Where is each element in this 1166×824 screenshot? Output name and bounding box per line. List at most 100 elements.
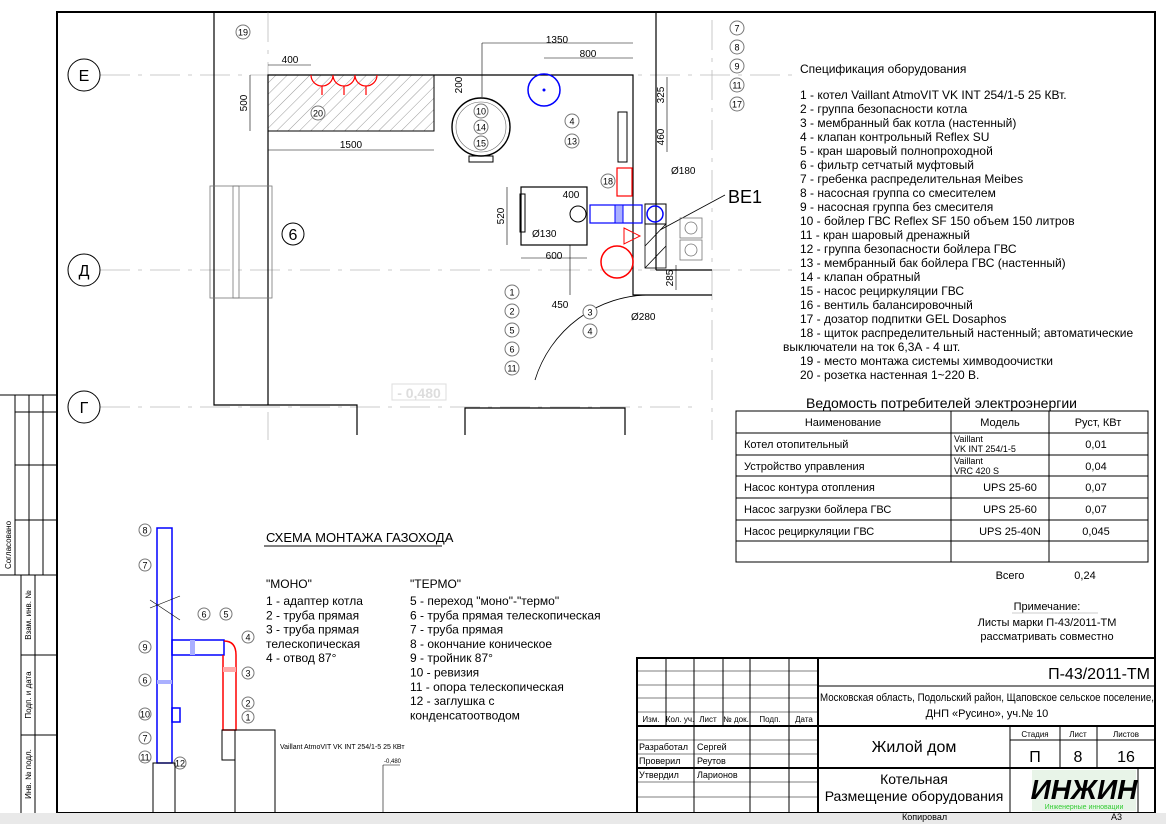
termo-item: 9 - тройник 87° — [410, 651, 493, 665]
col-izm: Изм. — [642, 715, 659, 724]
row-power: 0,07 — [1085, 504, 1106, 516]
termo-item: конденсатоотводом — [410, 708, 520, 722]
callout-number: 3 — [245, 669, 250, 679]
company-logo: ИНЖИН Инженерные инновации — [1031, 770, 1138, 811]
callout-number: 11 — [732, 81, 741, 91]
termo-item: 6 - труба прямая телескопическая — [410, 608, 601, 622]
level-mark: - 0,480 — [397, 385, 441, 401]
termo-item: 11 - опора телескопическая — [410, 680, 564, 694]
stamp-inv-replace: Взам. инв. № — [24, 590, 33, 640]
row-model: VK INT 254/1-5 — [954, 444, 1016, 454]
dim-d130: Ø130 — [532, 229, 557, 240]
note-line1: Листы марки П-43/2011-ТМ — [978, 617, 1117, 629]
th-name: Наименование — [805, 417, 881, 429]
spec-item: 15 - насос рециркуляции ГВС — [800, 284, 964, 298]
gas-boiler — [519, 186, 588, 246]
callout-bubble — [138, 558, 152, 572]
sanitary-fixtures — [679, 217, 703, 261]
col-doc: № док. — [723, 715, 749, 724]
power-table-grid — [735, 410, 1149, 563]
logo-subtitle: Инженерные инновации — [1045, 804, 1124, 811]
spec-item: 8 - насосная группа со смесителем — [800, 186, 996, 200]
callout-number: 11 — [507, 364, 516, 374]
callout-number: 13 — [567, 137, 577, 147]
total-value: 0,24 — [1074, 570, 1095, 582]
spec-item: 12 - группа безопасности бойлера ГВС — [800, 242, 1017, 256]
window — [209, 185, 273, 299]
spec-item: 18 - щиток распределительный настенный; … — [800, 326, 1133, 340]
role-checker: Проверил — [639, 756, 680, 766]
format-label: А3 — [1111, 812, 1123, 822]
power-table-header: Наименование Модель Руст, КВт — [805, 417, 1121, 429]
spec-list: 1 - котел Vaillant AtmoVIT VK INT 254/1-… — [783, 88, 1133, 382]
spec-title: Спецификация оборудования — [800, 62, 966, 76]
callout-number: 5 — [223, 610, 228, 620]
dim-600: 600 — [546, 251, 563, 262]
boiler-expansion-tank — [600, 245, 634, 279]
row-name: Насос загрузки бойлера ГВС — [744, 504, 891, 516]
termo-item: 5 - переход "моно"-"термо" — [410, 594, 559, 608]
th-model: Модель — [980, 417, 1020, 429]
callout-number: 15 — [476, 139, 486, 149]
row-power: 0,01 — [1085, 439, 1106, 451]
room-bubble — [281, 222, 305, 246]
callout-bubble — [241, 710, 255, 724]
callout-number: 19 — [238, 28, 248, 38]
callout-number: 12 — [175, 759, 185, 769]
col-sign: Подп. — [759, 715, 780, 724]
dim-500: 500 — [239, 94, 250, 111]
callout-number: 14 — [476, 123, 486, 133]
termo-item: 8 - окончание коническое — [410, 637, 552, 651]
callout-bubble — [473, 135, 489, 151]
callout-bubble — [729, 77, 745, 93]
spec-item: 5 - кран шаровый полнопроходной — [800, 144, 993, 158]
dim-d280: Ø280 — [631, 312, 656, 323]
sheet-value: 8 — [1074, 749, 1083, 766]
callout-number: 9 — [142, 643, 147, 653]
row-model-brand: Vaillant — [954, 456, 983, 466]
callout-number: 7 — [142, 561, 147, 571]
dim-520: 520 — [496, 207, 507, 224]
room-number: 6 — [289, 227, 298, 244]
dimension-lines — [249, 42, 677, 295]
sheet-label: Лист — [1069, 730, 1087, 739]
callout-number: 6 — [142, 676, 147, 686]
callout-bubble — [600, 173, 616, 189]
callout-bubble — [504, 341, 520, 357]
callout-number: 7 — [142, 734, 147, 744]
role-approver: Утвердил — [639, 770, 679, 780]
termo-item: 12 - заглушка с — [410, 694, 494, 708]
note-title: Примечание: — [1014, 601, 1081, 613]
stamp-agreed: Согласовано — [4, 520, 13, 569]
tank-center-dot — [542, 88, 546, 92]
row-model: UPS 25-60 — [983, 482, 1037, 494]
electrical-panel — [616, 167, 633, 197]
logo-text: ИНЖИН — [1031, 774, 1138, 805]
axis-d: Д — [79, 263, 90, 280]
callout-bubble — [473, 103, 489, 119]
dim-285: 285 — [665, 269, 676, 286]
callout-number: 2 — [245, 699, 250, 709]
role-developer: Разработал — [639, 742, 688, 752]
title-block-grid — [636, 657, 1156, 813]
callout-bubble — [504, 360, 520, 376]
callout-number: 8 — [734, 43, 739, 53]
callout-bubble — [729, 96, 745, 112]
col-kol: Кол. уч. — [666, 715, 694, 724]
callout-bubble — [241, 630, 255, 644]
callout-bubble — [504, 303, 520, 319]
callout-number: 11 — [140, 753, 149, 763]
callout-number: 1 — [509, 288, 514, 298]
callout-bubble — [241, 696, 255, 710]
stage-value: П — [1029, 749, 1041, 766]
col-list: Лист — [699, 715, 717, 724]
callout-bubble — [219, 607, 233, 621]
object-name: Жилой дом — [872, 739, 957, 756]
row-model: UPS 25-40N — [979, 526, 1041, 538]
copied-label: Копировал — [902, 812, 948, 822]
distribution-manifold — [617, 111, 628, 163]
level-box — [391, 383, 447, 401]
